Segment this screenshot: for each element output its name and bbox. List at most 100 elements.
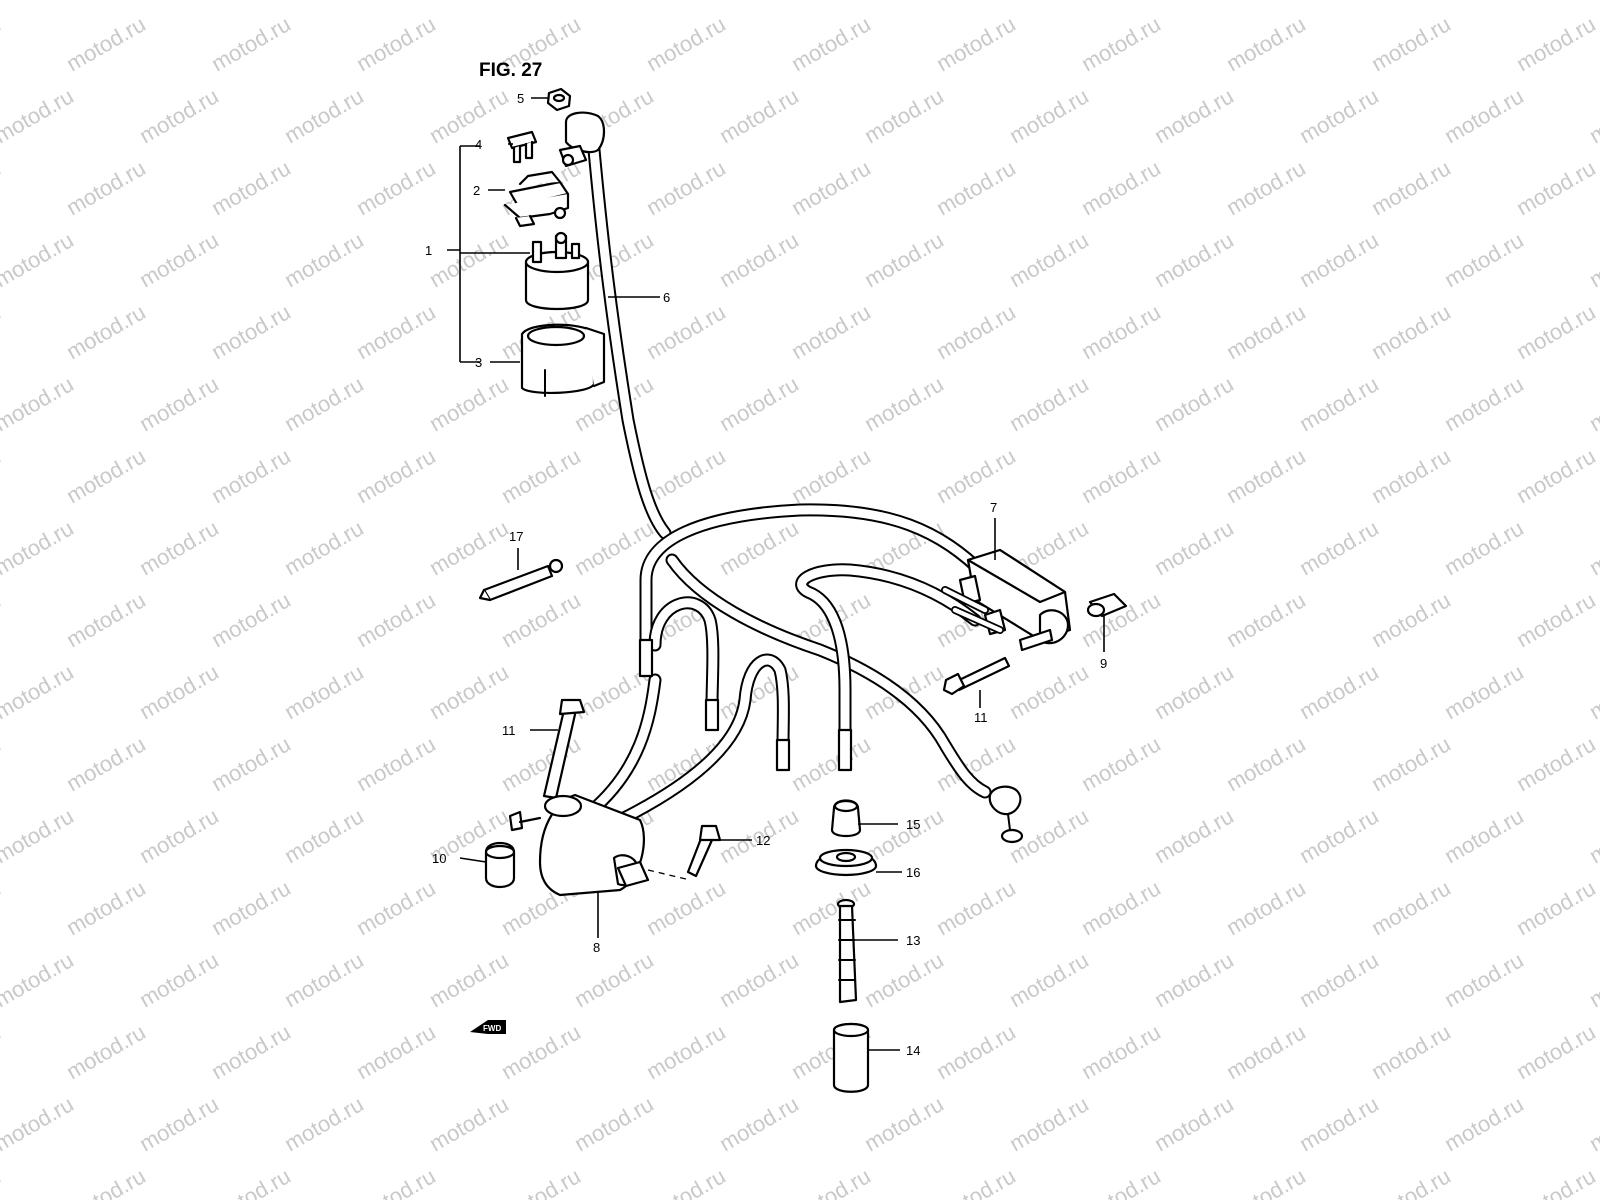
watermark-text: motod.ru (932, 299, 1020, 364)
watermark-text: motod.ru (1512, 299, 1600, 364)
battery-cable-6 (585, 121, 672, 540)
watermark-text: motod.ru (1585, 947, 1600, 1012)
watermark-text: motod.ru (280, 83, 368, 148)
watermark-text: motod.ru (0, 371, 78, 436)
watermark-text: motod.ru (932, 1163, 1020, 1200)
watermark-text: motod.ru (860, 371, 948, 436)
watermark-text: motod.ru (352, 11, 440, 76)
watermark-text: motod.ru (425, 659, 513, 724)
watermark-text: motod.ru (62, 299, 150, 364)
watermark-text: motod.ru (135, 1091, 223, 1156)
watermark-text: motod.ru (425, 947, 513, 1012)
watermark-text: motod.ru (1367, 155, 1455, 220)
fuse-4 (506, 130, 538, 164)
watermark-text: motod.ru (932, 155, 1020, 220)
watermark-text: motod.ru (570, 947, 658, 1012)
starter-relay-1 (524, 231, 590, 311)
watermark-text: motod.ru (1077, 587, 1165, 652)
watermark-text: motod.ru (280, 803, 368, 868)
watermark-text: motod.ru (1295, 0, 1383, 4)
watermark-text: motod.ru (932, 1019, 1020, 1084)
watermark-text: motod.ru (1005, 83, 1093, 148)
watermark-text: motod.ru (0, 875, 5, 940)
watermark-text: motod.ru (207, 1163, 295, 1200)
watermark-text: motod.ru (497, 587, 585, 652)
watermark-text: motod.ru (1222, 299, 1310, 364)
watermark-text: motod.ru (1150, 0, 1238, 4)
watermark-text: motod.ru (642, 11, 730, 76)
watermark-text: motod.ru (1367, 299, 1455, 364)
watermark-text: motod.ru (642, 443, 730, 508)
watermark-text: motod.ru (497, 1019, 585, 1084)
spacer-9 (1086, 592, 1128, 618)
watermark-text: motod.ru (787, 875, 875, 940)
watermark-text: motod.ru (135, 515, 223, 580)
watermark-text: motod.ru (135, 227, 223, 292)
watermark-text: motod.ru (0, 947, 78, 1012)
watermark-text: motod.ru (207, 155, 295, 220)
watermark-text: motod.ru (1512, 731, 1600, 796)
callout-7: 7 (990, 500, 997, 515)
watermark-text: motod.ru (207, 443, 295, 508)
watermark-text: motod.ru (715, 371, 803, 436)
figure-title: FIG. 27 (479, 60, 542, 81)
watermark-text: motod.ru (642, 1163, 730, 1200)
watermark-text: motod.ru (62, 155, 150, 220)
watermark-text: motod.ru (135, 659, 223, 724)
watermark-text: motod.ru (1512, 443, 1600, 508)
watermark-text: motod.ru (1440, 227, 1528, 292)
watermark-text: motod.ru (135, 0, 223, 4)
watermark-text: motod.ru (207, 875, 295, 940)
callout-14: 14 (906, 1043, 920, 1058)
watermark-text: motod.ru (1005, 659, 1093, 724)
watermark-text: motod.ru (1295, 515, 1383, 580)
watermark-text: motod.ru (715, 947, 803, 1012)
watermark-text: motod.ru (1440, 947, 1528, 1012)
watermark-text: motod.ru (787, 1163, 875, 1200)
watermark-text: motod.ru (1295, 83, 1383, 148)
watermark-text: motod.ru (1295, 371, 1383, 436)
watermark-text: motod.ru (1150, 1091, 1238, 1156)
watermark-text: motod.ru (642, 155, 730, 220)
watermark-text: motod.ru (570, 1091, 658, 1156)
watermark-text: motod.ru (62, 1019, 150, 1084)
callout-2: 2 (473, 183, 480, 198)
watermark-text: motod.ru (570, 0, 658, 4)
watermark-text: motod.ru (352, 587, 440, 652)
watermark-text: motod.ru (62, 11, 150, 76)
watermark-text: motod.ru (1367, 875, 1455, 940)
watermark-text: motod.ru (1222, 1019, 1310, 1084)
watermark-text: motod.ru (1005, 947, 1093, 1012)
watermark-text: motod.ru (62, 1163, 150, 1200)
watermark-text: motod.ru (1222, 1163, 1310, 1200)
watermark-text: motod.ru (1440, 803, 1528, 868)
watermark-text: motod.ru (280, 1091, 368, 1156)
watermark-text: motod.ru (1005, 227, 1093, 292)
callout-10: 10 (432, 851, 446, 866)
watermark-text: motod.ru (280, 227, 368, 292)
watermark-text: motod.ru (352, 731, 440, 796)
watermark-text: motod.ru (1512, 1163, 1600, 1200)
watermark-text: motod.ru (715, 0, 803, 4)
spacer-10 (484, 841, 516, 889)
ignition-coil-7 (941, 548, 1072, 652)
watermark-text: motod.ru (352, 1163, 440, 1200)
harness-terminal (988, 785, 1024, 844)
watermark-text: motod.ru (1512, 1019, 1600, 1084)
clamp-17 (478, 558, 564, 602)
watermark-text: motod.ru (0, 803, 78, 868)
watermark-text: motod.ru (1077, 443, 1165, 508)
watermark-text: motod.ru (860, 83, 948, 148)
ignition-coil-8 (508, 793, 650, 897)
watermark-text: motod.ru (352, 443, 440, 508)
watermark-text: motod.ru (1440, 515, 1528, 580)
watermark-text: motod.ru (497, 731, 585, 796)
watermark-text: motod.ru (280, 947, 368, 1012)
watermark-text: motod.ru (715, 227, 803, 292)
fwd-badge-text: FWD (483, 1024, 501, 1033)
watermark-text: motod.ru (1440, 0, 1528, 4)
callout-12: 12 (756, 833, 770, 848)
watermark-text: motod.ru (425, 83, 513, 148)
watermark-text: motod.ru (1222, 11, 1310, 76)
watermark-text: motod.ru (207, 731, 295, 796)
